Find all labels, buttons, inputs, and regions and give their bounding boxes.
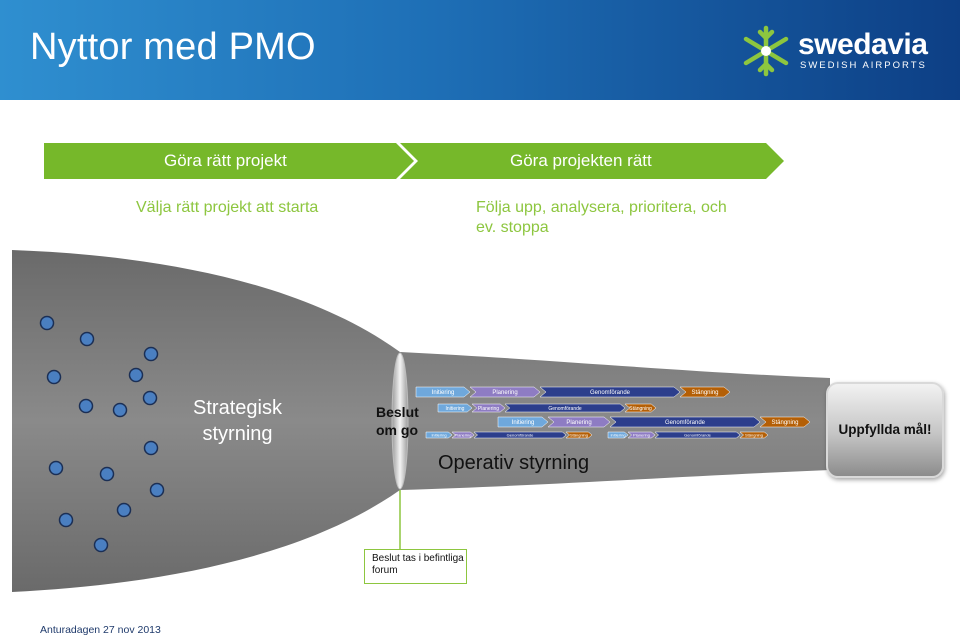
- timeline-segment-label: Genomförande: [665, 420, 706, 426]
- project-ideas: [39, 315, 165, 553]
- timeline-segment-label: Planering: [566, 420, 591, 426]
- phase-banner-1: [44, 143, 414, 179]
- project-circle: [143, 440, 159, 456]
- funnel-shape: [12, 250, 830, 592]
- timeline-segment-label: Stängning: [745, 432, 763, 437]
- project-circle: [99, 466, 115, 482]
- swedavia-logo: swedavia SWEDISH AIRPORTS: [740, 22, 940, 78]
- timeline-segment-label: Planering: [478, 406, 499, 412]
- operative-label: Operativ styrning: [438, 452, 590, 474]
- logo-subtitle: SWEDISH AIRPORTS: [800, 60, 927, 71]
- project-circle: [46, 369, 62, 385]
- timeline-segment-label: Stängning: [691, 390, 718, 396]
- outcome-box: Uppfyllda mål!: [826, 382, 944, 478]
- timeline-segment-label: Planering: [633, 432, 650, 437]
- timeline-segment: [497, 416, 549, 428]
- project-circle: [48, 460, 64, 476]
- timeline-segment: [469, 386, 541, 398]
- project-circle: [143, 346, 159, 362]
- project-circle: [142, 390, 158, 406]
- timeline-segment: [627, 431, 656, 439]
- timeline-segment-label: Initiering: [432, 390, 455, 396]
- timeline-segment: [759, 416, 811, 428]
- project-circle: [39, 315, 55, 331]
- phase-label-2: Göra projekten rätt: [510, 151, 652, 170]
- timeline-segment: [425, 431, 453, 439]
- phase-banner-2: [400, 143, 784, 179]
- timeline-segment: [609, 416, 761, 428]
- timeline-segment-label: Initiering: [512, 420, 535, 426]
- decision-label: Beslut om go: [376, 404, 419, 438]
- decision-note: Beslut tas i befintliga forum: [364, 549, 467, 584]
- timeline-segment: [624, 403, 657, 413]
- timeline-segment-label: Genomförande: [684, 432, 711, 437]
- timeline-segment: [473, 431, 567, 439]
- timeline-segment-label: Initiering: [610, 432, 625, 437]
- logo-name: swedavia: [798, 28, 928, 61]
- timeline-segment: [565, 431, 593, 439]
- timeline-segment-label: Stängning: [771, 420, 798, 426]
- timeline-segment-label: Genomförande: [590, 390, 631, 396]
- project-circle: [116, 502, 132, 518]
- timeline-segment-label: Planering: [455, 432, 472, 437]
- timeline-segment: [504, 403, 626, 413]
- footer-text: Anturadagen 27 nov 2013: [40, 624, 161, 636]
- project-circle: [79, 331, 95, 347]
- timeline-segment: [451, 431, 475, 439]
- project-circle: [128, 367, 144, 383]
- project-circle: [93, 537, 109, 553]
- outcome-label: Uppfyllda mål!: [838, 422, 932, 437]
- timeline-segment-label: Genomförande: [548, 406, 582, 412]
- snowflake-icon: [743, 25, 789, 77]
- timeline-segment: [415, 386, 471, 398]
- project-circle: [149, 482, 165, 498]
- phase-label-1: Göra rätt projekt: [164, 151, 287, 170]
- timeline-segment-label: Initiering: [446, 406, 465, 412]
- timeline-segment-label: Stängning: [570, 432, 588, 437]
- project-circle: [112, 402, 128, 418]
- timeline-segment: [739, 431, 769, 439]
- timeline-segment-label: Planering: [492, 390, 517, 396]
- project-circle: [78, 398, 94, 414]
- timeline-segment: [607, 431, 629, 439]
- timeline-segment: [437, 403, 473, 413]
- timeline-segment: [471, 403, 506, 413]
- phase-description-1: Välja rätt projekt att starta: [136, 199, 319, 216]
- phase-description-2: Följa upp, analysera, prioritera, och ev…: [476, 199, 727, 236]
- timeline-segment-label: Initiering: [431, 432, 446, 437]
- header-bar: Nyttor med PMO swedavia SWEDISH AIRPORTS: [0, 0, 960, 100]
- page-title: Nyttor med PMO: [30, 26, 316, 68]
- timeline-segment-label: Stängning: [629, 406, 652, 412]
- timeline-segment: [654, 431, 741, 439]
- timeline-segment: [547, 416, 611, 428]
- timeline-segment: [679, 386, 731, 398]
- project-circle: [58, 512, 74, 528]
- decision-gate: [391, 352, 409, 490]
- timeline-segment: [539, 386, 681, 398]
- timeline-segment-label: Genomförande: [507, 432, 534, 437]
- strategic-label: Strategisk styrning: [193, 397, 282, 445]
